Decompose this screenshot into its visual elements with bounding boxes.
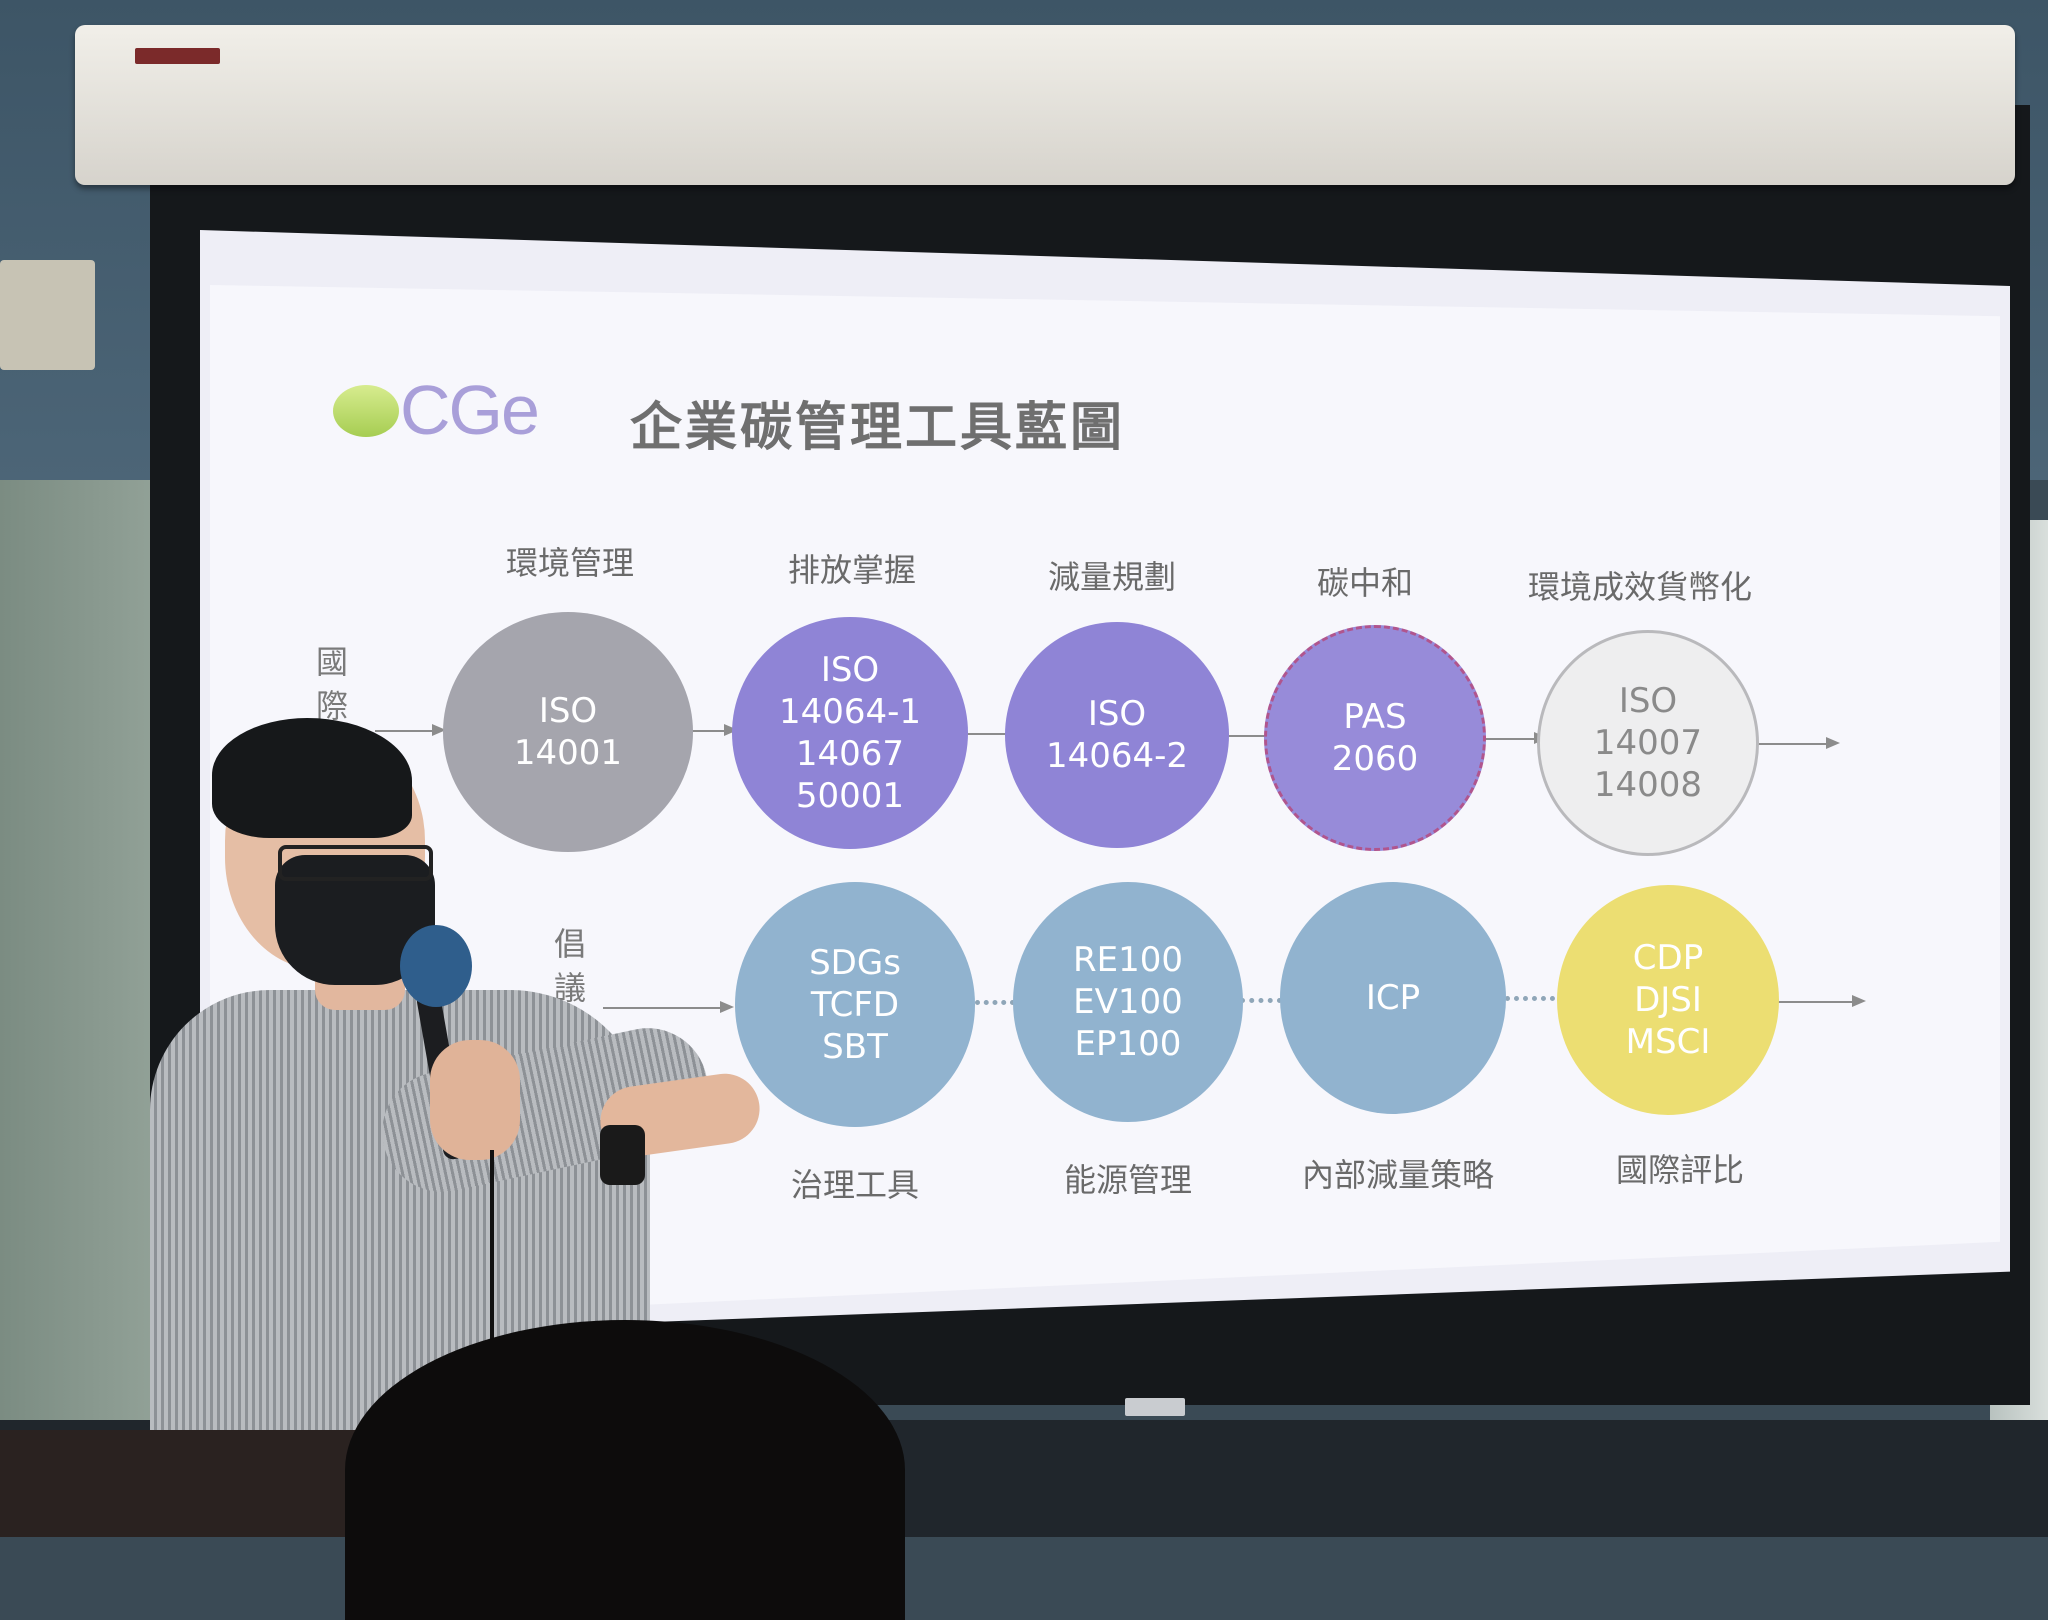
circle-text: DJSI (1634, 980, 1702, 1020)
connector (1778, 1001, 1854, 1003)
arrow-icon (1826, 737, 1840, 749)
circle-text: CDP (1632, 938, 1704, 978)
arrow-icon (432, 724, 446, 736)
roller-brand-label (135, 48, 220, 64)
dotted-connector (1240, 998, 1282, 1003)
circle-text: SBT (822, 1026, 888, 1067)
screen-brand-badge (1125, 1398, 1185, 1416)
circle-iso-14064-1: ISO 14064-1 14067 50001 (732, 617, 968, 849)
category-label: 碳中和 (1316, 564, 1414, 602)
category-label: 治理工具 (790, 1166, 920, 1204)
circle-text: 14001 (513, 733, 623, 773)
circle-icp: ICP (1280, 882, 1506, 1114)
connector (692, 730, 726, 732)
circle-iso-14064-2: ISO 14064-2 (1005, 622, 1229, 848)
arrow-icon (720, 1001, 734, 1013)
podium (0, 1430, 380, 1537)
circle-text: ISO (820, 650, 880, 690)
circle-text: 14008 (1593, 765, 1703, 805)
circle-text: PAS (1343, 697, 1407, 737)
audience-head (345, 1320, 905, 1620)
connector (1226, 735, 1268, 737)
circle-text: SDGs (809, 942, 901, 983)
category-label: 環境成效貨幣化 (1527, 568, 1753, 606)
slide-title: 企業碳管理工具藍圖 (630, 398, 1126, 458)
screen-roller (75, 25, 2015, 185)
category-label: 環境管理 (505, 544, 635, 582)
category-label: 減量規劃 (1047, 558, 1177, 596)
circle-text: 2060 (1331, 739, 1419, 779)
circle-text: RE100 (1072, 940, 1183, 980)
connector (1758, 743, 1828, 745)
circle-text: EV100 (1073, 982, 1183, 1022)
circle-pas-2060: PAS 2060 (1264, 625, 1486, 851)
glasses (278, 845, 433, 881)
connector (1485, 738, 1537, 740)
circle-text: 50001 (795, 776, 905, 816)
circle-sdgs: SDGs TCFD SBT (735, 882, 975, 1127)
category-label: 排放掌握 (787, 551, 917, 589)
dotted-connector (975, 1000, 1015, 1005)
circle-text: 14007 (1593, 723, 1703, 763)
circle-text: ISO (538, 691, 598, 731)
circle-text: 14067 (795, 734, 905, 774)
speaker-fist (430, 1040, 520, 1160)
connector (603, 1007, 723, 1009)
arrow-icon (1852, 995, 1866, 1007)
circle-re100: RE100 EV100 EP100 (1013, 882, 1243, 1122)
circle-text: ISO (1087, 694, 1147, 734)
connector (964, 733, 1010, 735)
ceiling-fixture (0, 260, 95, 370)
circle-text: 14064-1 (778, 692, 922, 732)
wristwatch (600, 1125, 645, 1185)
microphone-icon (400, 925, 472, 1007)
circle-iso-14007: ISO 14007 14008 (1537, 630, 1759, 856)
logo-text: CGe (400, 371, 540, 449)
category-label: 能源管理 (1063, 1161, 1193, 1199)
circle-text: MSCI (1625, 1022, 1711, 1062)
circle-text: ICP (1365, 978, 1421, 1018)
row-label-international: 國際 (315, 643, 348, 725)
circle-cdp: CDP DJSI MSCI (1557, 885, 1779, 1115)
speaker-hair (212, 718, 412, 838)
circle-text: ISO (1618, 681, 1678, 721)
circle-text: EP100 (1074, 1024, 1182, 1064)
microphone-cable (490, 1150, 494, 1440)
logo-icon (333, 385, 399, 437)
category-label: 國際評比 (1615, 1151, 1745, 1189)
connector (375, 730, 435, 732)
circle-iso-14001: ISO 14001 (443, 612, 693, 852)
circle-text: TCFD (810, 984, 900, 1025)
dotted-connector (1505, 996, 1555, 1001)
circle-text: 14064-2 (1045, 736, 1189, 776)
category-label: 內部減量策略 (1301, 1156, 1495, 1194)
